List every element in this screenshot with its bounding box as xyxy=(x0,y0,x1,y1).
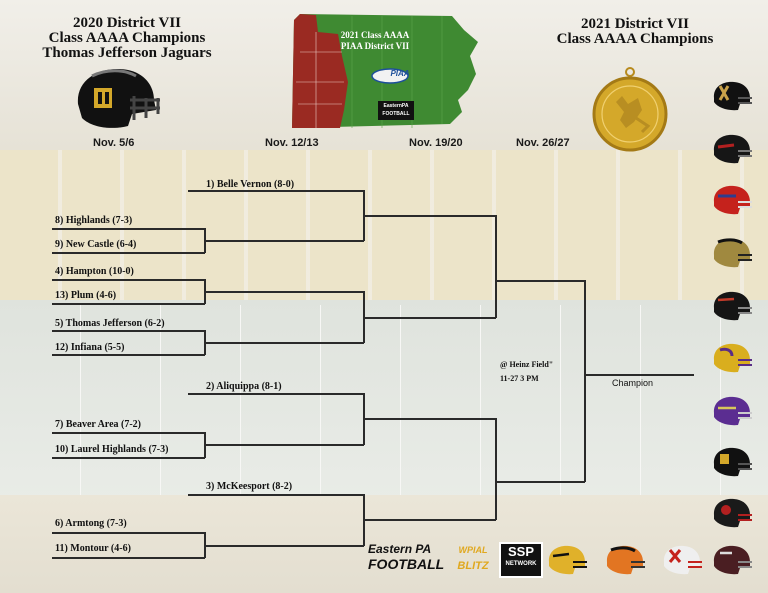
laurel-highlands-helmet-icon xyxy=(713,498,752,528)
left-title-line-1: 2020 District VII xyxy=(72,15,182,31)
team-new-castle: 9) New Castle (6-4) xyxy=(55,239,137,250)
round-3-date: Nov. 19/20 xyxy=(409,137,463,149)
thomas-jefferson-small-helmet-icon xyxy=(713,447,752,477)
new-castle-helmet-icon xyxy=(713,185,752,215)
right-title-line-1: 2021 District VII xyxy=(580,16,690,32)
epf-line-1: Eastern PA xyxy=(368,542,432,556)
map-title: 2021 Class AAAA PIAA District VII xyxy=(320,30,430,52)
belle-vernon-helmet-icon xyxy=(713,81,752,111)
beaver-area-helmet-icon xyxy=(548,545,587,575)
pennsylvania-district-map xyxy=(292,14,478,128)
champion-label: Champion xyxy=(612,378,654,388)
map-logo-line-1: EasternPA xyxy=(383,103,409,109)
previous-champion-title: 2020 District VII Class AAAA Champions T… xyxy=(22,16,232,61)
hampton-helmet-icon xyxy=(713,238,752,268)
map-title-line-1: 2021 Class AAAA xyxy=(340,30,410,40)
team-beaver-area: 7) Beaver Area (7-2) xyxy=(55,419,141,430)
team-plum: 13) Plum (4-6) xyxy=(55,290,117,301)
ssp-line-2: NETWORK xyxy=(505,561,537,567)
team-highlands: 8) Highlands (7-3) xyxy=(55,215,133,226)
team-hampton: 4) Hampton (10-0) xyxy=(55,266,134,277)
round-2-date: Nov. 12/13 xyxy=(265,137,319,149)
round-1-date: Nov. 5/6 xyxy=(93,137,135,149)
mckeesport-helmet-icon xyxy=(713,343,752,373)
team-indiana: 12) Infiana (5-5) xyxy=(55,342,125,353)
map-title-line-2: PIAA District VII xyxy=(340,41,410,51)
left-title-line-3: Thomas Jefferson Jaguars xyxy=(42,45,212,61)
map-logo: EasternPA FOOTBALL xyxy=(378,101,414,120)
team-mckeesport: 3) McKeesport (8-2) xyxy=(206,481,293,492)
aliquippa-helmet-icon xyxy=(663,545,702,575)
team-aliquippa: 2) Aliquippa (8-1) xyxy=(206,381,282,392)
ssp-network-logo: SSP NETWORK xyxy=(499,542,543,578)
team-thomas-jefferson: 5) Thomas Jefferson (6-2) xyxy=(55,318,165,329)
blitz-line-2: BLITZ xyxy=(457,560,489,572)
eastern-pa-football-logo: Eastern PA FOOTBALL xyxy=(368,542,445,576)
plum-helmet-icon xyxy=(713,396,752,426)
map-logo-line-2: FOOTBALL xyxy=(382,111,410,117)
final-time: 11-27 3 PM xyxy=(500,374,539,383)
piaa-badge: PIAA xyxy=(390,69,410,78)
blitz-line-1: WPIAL xyxy=(458,545,488,555)
left-title-line-2: Class AAAA Champions xyxy=(48,30,206,46)
team-armstrong: 6) Armtong (7-3) xyxy=(55,518,127,529)
thomas-jefferson-helmet-icon xyxy=(77,68,160,128)
team-montour: 11) Montour (4-6) xyxy=(55,543,131,554)
gold-medal-icon xyxy=(592,67,668,152)
team-belle-vernon: 1) Belle Vernon (8-0) xyxy=(206,179,295,190)
armstrong-helmet-icon xyxy=(713,545,752,575)
current-champion-title: 2021 District VII Class AAAA Champions xyxy=(540,17,730,47)
montour-helmet-icon xyxy=(606,545,645,575)
final-venue: @ Heinz Field" xyxy=(500,360,554,369)
wpial-blitz-logo: WPIAL BLITZ xyxy=(450,542,496,576)
indiana-helmet-icon xyxy=(713,291,752,321)
epf-line-2: FOOTBALL xyxy=(368,556,445,572)
round-4-date: Nov. 26/27 xyxy=(516,137,570,149)
ssp-line-1: SSP xyxy=(507,544,534,559)
highlands-helmet-icon xyxy=(713,134,752,164)
right-title-line-2: Class AAAA Champions xyxy=(556,31,714,47)
team-laurel-highlands: 10) Laurel Highlands (7-3) xyxy=(55,444,169,455)
